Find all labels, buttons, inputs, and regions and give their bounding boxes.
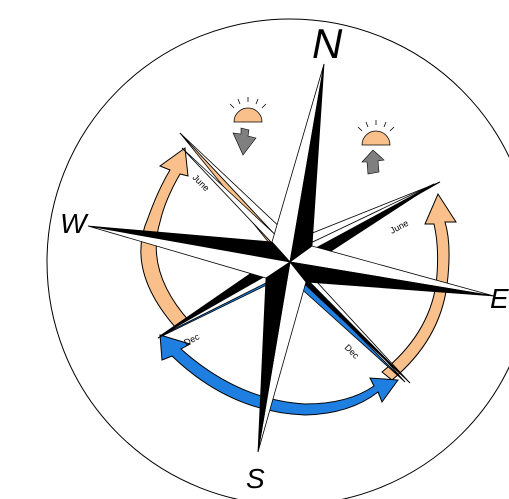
north-label: N — [312, 20, 343, 67]
east-label: E — [490, 283, 509, 314]
west-label: W — [60, 208, 89, 239]
south-label: S — [246, 463, 265, 494]
